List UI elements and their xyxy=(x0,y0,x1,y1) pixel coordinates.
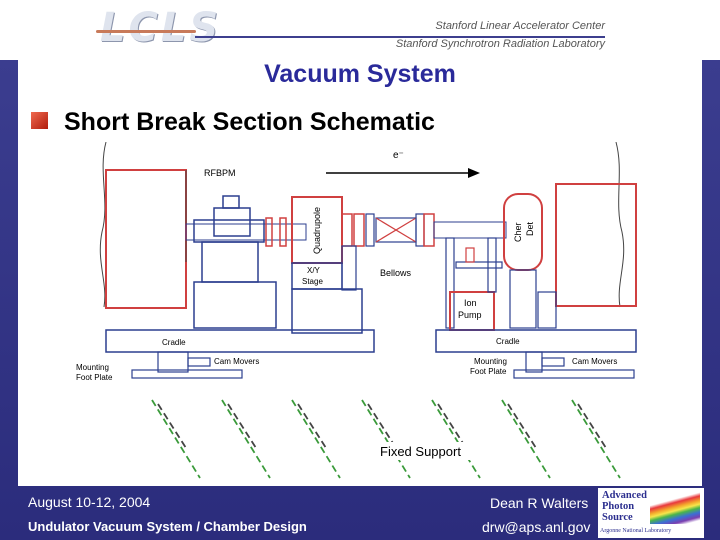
footer-author: Dean R Walters xyxy=(490,495,589,511)
slide-subtitle: Short Break Section Schematic xyxy=(64,108,435,136)
foot-plate-left xyxy=(131,369,243,379)
rainbow-icon xyxy=(650,492,700,524)
label-stage: Stage xyxy=(302,277,323,286)
beam-label: e⁻ xyxy=(393,150,404,161)
aps-line-2: Photon xyxy=(602,501,635,512)
cradle-left xyxy=(105,329,375,353)
lab-name-1: Stanford Linear Accelerator Center xyxy=(435,20,605,32)
label-bellows: Bellows xyxy=(380,268,412,278)
foot-plate-right xyxy=(513,369,635,379)
label-mount-left-2: Foot Plate xyxy=(76,373,113,382)
label-fixed-support: Fixed Support xyxy=(380,444,461,459)
cher-det xyxy=(503,193,543,271)
label-cher: Cher xyxy=(513,222,523,242)
cradle-right xyxy=(435,329,637,353)
undulator-left xyxy=(105,169,187,309)
footer-course: Undulator Vacuum System / Chamber Design xyxy=(28,519,307,534)
label-ion: Ion xyxy=(464,298,477,308)
lcls-logo: LCLS xyxy=(100,5,222,51)
aps-logo: Advanced Photon Source Argonne National … xyxy=(598,488,704,538)
label-cam-right: Cam Movers xyxy=(572,357,617,366)
undulator-right xyxy=(555,183,637,307)
footer-date: August 10-12, 2004 xyxy=(28,494,151,510)
label-pump: Pump xyxy=(458,310,482,320)
fixed-support-hatch xyxy=(151,399,621,479)
break-line-right xyxy=(615,142,625,308)
label-cradle-left: Cradle xyxy=(162,338,186,347)
aps-line-3: Source xyxy=(602,512,633,523)
lab-name-2: Stanford Synchrotron Radiation Laborator… xyxy=(395,38,605,50)
rfbpm-stand xyxy=(193,281,277,329)
aps-line-1: Advanced xyxy=(602,490,647,501)
label-mount-right-2: Foot Plate xyxy=(470,367,507,376)
label-det: Det xyxy=(525,221,535,236)
break-line-left xyxy=(99,142,107,308)
label-cam-left: Cam Movers xyxy=(214,357,259,366)
label-rfbpm: RFBPM xyxy=(204,168,236,178)
rfbpm-body xyxy=(213,207,251,237)
footer-email: drw@aps.anl.gov xyxy=(482,519,591,535)
header-divider xyxy=(195,36,605,38)
label-mount-left-1: Mounting xyxy=(76,363,109,372)
slide-content: Vacuum System Short Break Section Schema… xyxy=(18,60,702,486)
label-quadrupole: Quadrupole xyxy=(312,207,322,254)
label-xy: X/Y xyxy=(307,266,321,275)
slide-header: LCLS Stanford Linear Accelerator Center … xyxy=(0,0,720,60)
bullet-icon xyxy=(31,112,48,129)
logo-swoosh xyxy=(96,30,196,33)
slide-title: Vacuum System xyxy=(264,60,456,88)
label-cradle-right: Cradle xyxy=(496,337,520,346)
label-mount-right-1: Mounting xyxy=(474,357,507,366)
schematic-diagram: e⁻ RFBPM Quadrupole X/Y Stage Bellows xyxy=(76,142,637,479)
aps-sub: Argonne National Laboratory xyxy=(600,528,672,534)
